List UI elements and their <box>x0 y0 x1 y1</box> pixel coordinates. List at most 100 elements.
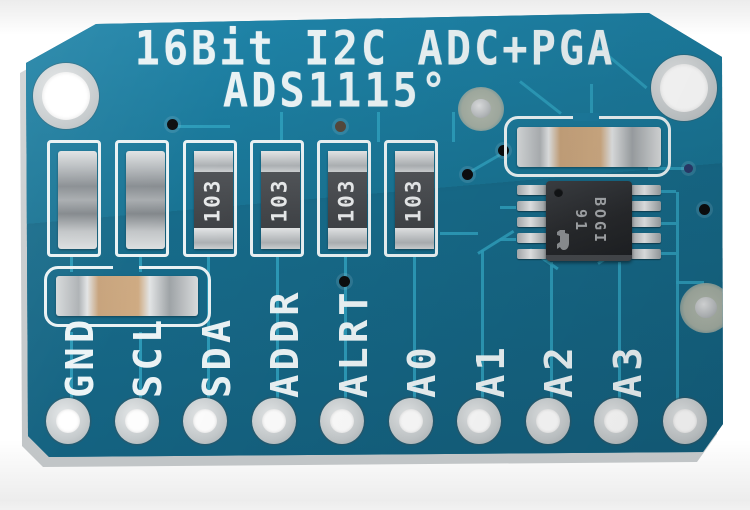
ic-pin <box>517 201 547 211</box>
trace <box>207 256 210 406</box>
test-pad <box>680 283 723 333</box>
resistor-body: 103 <box>194 151 233 249</box>
trace <box>477 229 515 255</box>
trace <box>676 281 704 284</box>
trace <box>344 256 347 406</box>
pin-hole-bore <box>467 409 491 433</box>
resistor-terminal <box>194 228 233 249</box>
ic-pin <box>631 249 661 259</box>
ic-pin <box>517 185 547 195</box>
resistor-center <box>194 172 233 228</box>
via <box>339 276 350 287</box>
trace <box>377 112 380 142</box>
capacitor-body <box>517 127 661 167</box>
capacitor-body <box>58 151 97 249</box>
pin-hole-a2 <box>594 398 638 444</box>
pin-label-a3: A3 <box>606 343 650 398</box>
pin-label-vdd: VDD <box>0 315 33 398</box>
resistor-terminal <box>261 228 300 249</box>
pin-hole-gnd <box>115 398 159 444</box>
pin-hole-a0 <box>457 398 501 444</box>
silkscreen-gap <box>573 113 599 121</box>
resistor-terminal <box>328 228 367 249</box>
ic-pin <box>517 233 547 243</box>
trace <box>660 222 676 225</box>
capacitor-body <box>56 276 198 316</box>
capacitor <box>44 263 211 327</box>
test-pad <box>458 87 504 131</box>
mounting-hole <box>651 55 717 121</box>
resistor-marking: 103 <box>401 178 426 223</box>
trace <box>618 262 621 406</box>
trace <box>178 125 230 128</box>
trace <box>500 238 516 241</box>
pin-hole-vdd <box>46 398 90 444</box>
trace <box>452 112 455 142</box>
pin-label-alrt: ALRT <box>332 288 376 398</box>
pin-hole-sda <box>252 398 296 444</box>
pin-hole-addr <box>320 398 364 444</box>
resistor-body: 103 <box>395 151 434 249</box>
resistor-terminal <box>395 228 434 249</box>
trace <box>70 256 73 272</box>
resistor-center <box>261 172 300 228</box>
resistor: 103 <box>250 140 304 257</box>
resistor-body: 103 <box>261 151 300 249</box>
trace <box>660 190 676 193</box>
pin-hole-bore <box>330 409 354 433</box>
pin-hole-scl <box>183 398 227 444</box>
pin-label-addr: ADDR <box>263 288 307 398</box>
pin-hole-a3 <box>663 398 707 444</box>
trace <box>440 232 478 235</box>
ic-marking-line2: 91 <box>572 208 590 234</box>
pin-hole-bore <box>604 409 628 433</box>
resistor-marking: 103 <box>334 178 359 223</box>
silkscreen-gap <box>113 263 139 271</box>
pin-hole-bore <box>125 409 149 433</box>
trace <box>481 250 484 406</box>
solder-blob <box>695 297 717 318</box>
trace <box>139 332 142 404</box>
ti-logo-icon <box>557 230 569 250</box>
ic-pin <box>631 201 661 211</box>
trace <box>276 256 279 406</box>
trace <box>139 256 142 272</box>
ic-pin <box>631 185 661 195</box>
trace <box>660 252 676 255</box>
resistor: 103 <box>183 140 237 257</box>
mounting-hole-bore <box>42 72 90 120</box>
resistor-center <box>328 172 367 228</box>
ic-pin <box>517 217 547 227</box>
pin-label-a2: A2 <box>537 343 581 398</box>
via <box>462 169 473 180</box>
ic-chip: BOGI 91 <box>515 180 663 264</box>
pin-hole-bore <box>673 409 697 433</box>
pin-hole-bore <box>262 409 286 433</box>
capacitor <box>47 140 101 257</box>
ic-marking: BOGI 91 <box>569 182 609 260</box>
resistor-terminal <box>395 151 434 172</box>
via <box>498 145 509 156</box>
ic-bottom-edge <box>546 255 632 261</box>
via <box>167 119 178 130</box>
via <box>699 204 710 215</box>
pin-hole-bore <box>193 409 217 433</box>
mounting-hole <box>33 63 99 129</box>
ic-marking-line1: BOGI <box>591 196 609 246</box>
trace <box>70 332 73 404</box>
trace <box>550 262 553 406</box>
resistor: 103 <box>384 140 438 257</box>
trace <box>500 206 516 209</box>
resistor-terminal <box>261 151 300 172</box>
capacitor <box>504 113 671 177</box>
capacitor-body <box>126 151 165 249</box>
resistor: 103 <box>317 140 371 257</box>
pin-hole-bore <box>56 409 80 433</box>
trace <box>280 112 283 142</box>
via <box>335 121 346 132</box>
resistor-marking: 103 <box>200 178 225 223</box>
capacitor <box>115 140 169 257</box>
pin-label-sda: SDA <box>195 315 239 398</box>
resistor-terminal <box>328 151 367 172</box>
